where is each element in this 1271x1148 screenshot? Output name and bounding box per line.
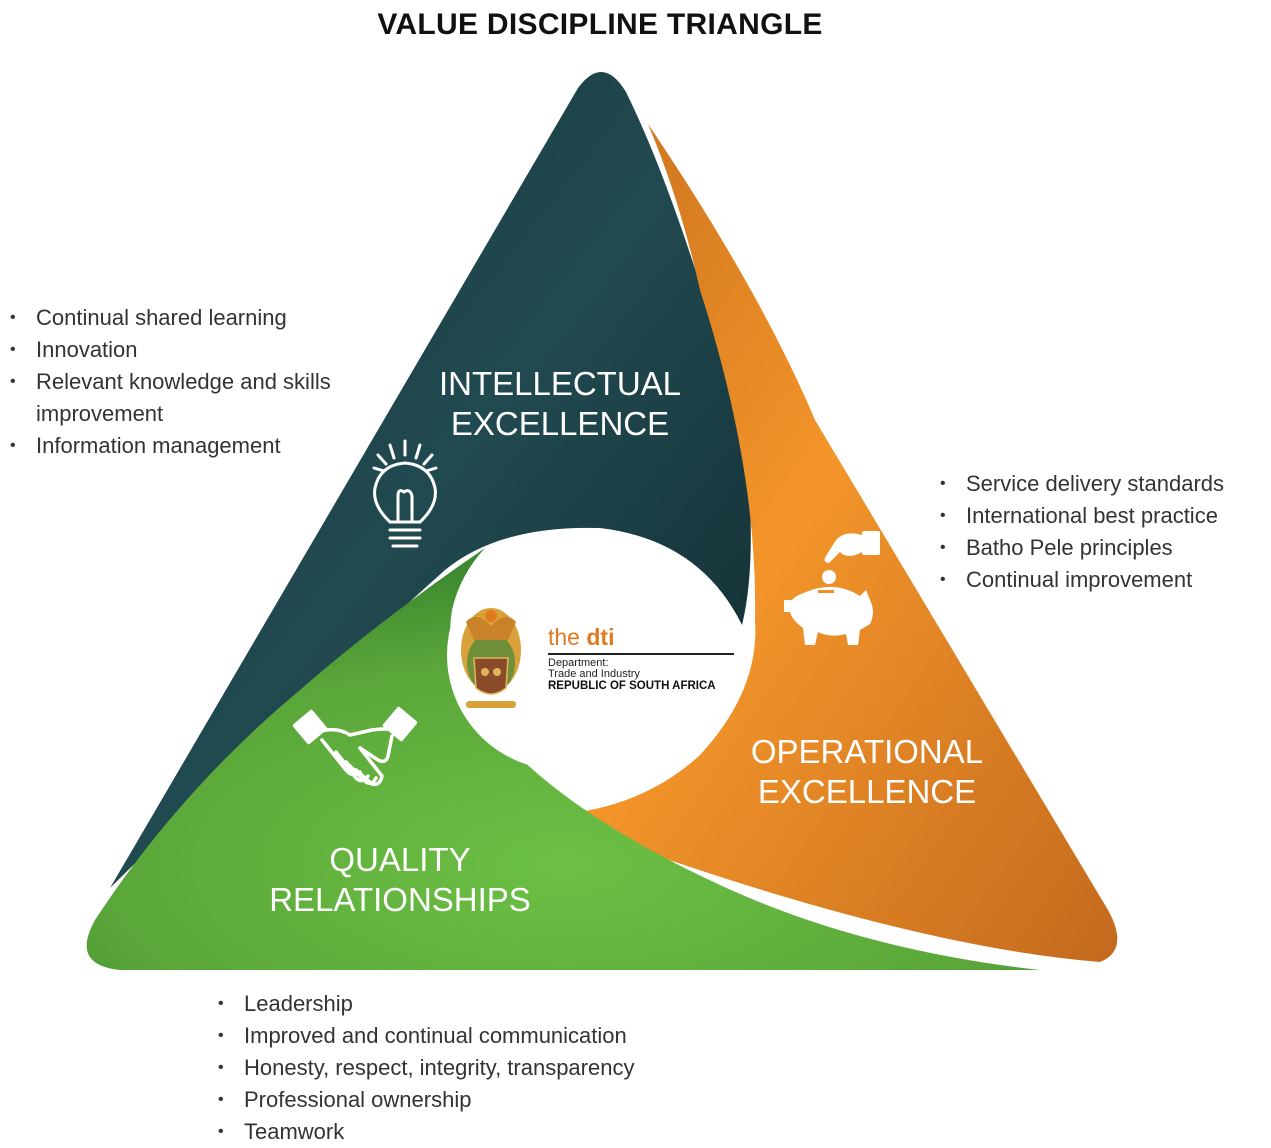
quality-segment — [86, 548, 1040, 970]
operational-excellence-label: OPERATIONAL EXCELLENCE — [750, 733, 984, 810]
intellectual-segment — [110, 71, 751, 888]
operational-segment — [550, 124, 1118, 962]
list-item: Professional ownership — [214, 1084, 714, 1116]
logo-trade-industry: Trade and Industry — [548, 668, 640, 680]
list-item: Batho Pele principles — [936, 532, 1266, 564]
center-circle — [447, 540, 677, 770]
list-item: Service delivery standards — [936, 468, 1266, 500]
list-item: Improved and continual communication — [214, 1020, 714, 1052]
handshake-icon — [292, 706, 418, 787]
list-item: Teamwork — [214, 1116, 714, 1148]
intellectual-bullet-list: Continual shared learning Innovation Rel… — [6, 302, 386, 462]
logo-department: Department: — [548, 657, 609, 669]
list-item: Continual improvement — [936, 564, 1266, 596]
quality-relationships-label: QUALITY RELATIONSHIPS — [269, 841, 531, 918]
page-title: VALUE DISCIPLINE TRIANGLE — [377, 8, 823, 41]
list-item: Leadership — [214, 988, 714, 1020]
coat-of-arms-icon — [461, 608, 521, 708]
list-item: International best practice — [936, 500, 1266, 532]
intellectual-excellence-label: INTELLECTUAL EXCELLENCE — [438, 365, 682, 442]
list-item: Continual shared learning — [6, 302, 386, 334]
list-item: Information management — [6, 430, 386, 462]
piggy-bank-icon — [784, 531, 880, 645]
logo-republic: REPUBLIC OF SOUTH AFRICA — [548, 680, 716, 692]
operational-bullet-list: Service delivery standards International… — [936, 468, 1266, 596]
list-item: Innovation — [6, 334, 386, 366]
logo-divider — [548, 653, 734, 655]
list-item: Relevant knowledge and skills improvemen… — [6, 366, 366, 430]
quality-bullet-list: Leadership Improved and continual commun… — [214, 988, 714, 1148]
list-item: Honesty, respect, integrity, transparenc… — [214, 1052, 714, 1084]
logo-wordmark: the dti — [548, 624, 615, 650]
dti-logo: the dti Department: Trade and Industry R… — [548, 624, 734, 693]
